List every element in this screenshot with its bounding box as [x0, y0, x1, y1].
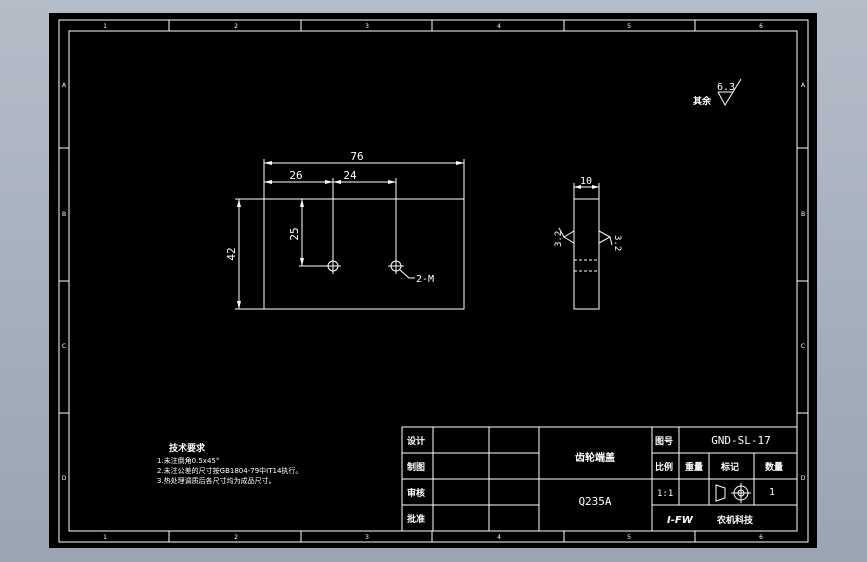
- tb-scale: 1:1: [657, 489, 673, 499]
- tb-drawing-number: GND-SL-17: [711, 434, 771, 447]
- drawing-sheet: 1 2 3 4 5 6 1 2 3 4 5 6 A B C D A B C D …: [49, 13, 817, 548]
- zone-row-c-right: C: [801, 343, 805, 350]
- tb-col-mark: 标记: [720, 461, 739, 473]
- tb-col-weight: 重量: [685, 461, 703, 473]
- tb-col-quantity: 数量: [765, 461, 783, 473]
- tb-drawing-number-label: 图号: [655, 436, 673, 447]
- tech-req-line-2: 2.未注公差的尺寸按GB1804-79中IT14执行。: [157, 466, 302, 475]
- zone-row-a-right: A: [801, 82, 806, 89]
- technical-requirements: 技术要求 1.未注倒角0.5x45° 2.未注公差的尺寸按GB1804-79中I…: [157, 442, 302, 485]
- surface-finish-prefix: 其余: [693, 95, 712, 107]
- zone-row-b-right: B: [801, 211, 805, 218]
- zone-col-1-top: 1: [103, 23, 107, 30]
- dim-left: 26: [289, 169, 302, 182]
- tb-label-design: 设计: [407, 435, 425, 447]
- zone-row-d-left: D: [62, 475, 67, 482]
- tech-req-title: 技术要求: [169, 442, 206, 454]
- hole-callout: 2-M: [416, 274, 434, 285]
- dim-height: 42: [225, 247, 238, 260]
- tb-part-name: 齿轮端盖: [575, 451, 615, 464]
- tb-company-name: 农机科技: [716, 514, 754, 526]
- side-view: 10 3.2 3.2: [554, 176, 622, 310]
- zone-col-5-bottom: 5: [627, 534, 631, 541]
- title-block: 设计 制图 审核 批准 齿轮端盖 Q235A 图号 GND-SL-17 比例 重…: [401, 426, 798, 532]
- tb-material: Q235A: [578, 495, 611, 508]
- hole-leader: [399, 269, 415, 279]
- zone-col-6-top: 6: [759, 23, 763, 30]
- tb-label-review: 审核: [407, 487, 425, 499]
- zone-row-a-left: A: [62, 82, 67, 89]
- tech-req-line-3: 3.热处理调质后各尺寸均为成品尺寸。: [157, 476, 276, 485]
- zone-col-2-bottom: 2: [234, 534, 238, 541]
- roughness-symbol: [717, 78, 742, 107]
- tech-req-line-1: 1.未注倒角0.5x45°: [157, 456, 219, 465]
- zone-row-d-right: D: [801, 475, 806, 482]
- finish-symbol-left: [563, 230, 575, 244]
- zone-col-1-bottom: 1: [103, 534, 107, 541]
- zone-row-c-left: C: [62, 343, 66, 350]
- zone-row-b-left: B: [62, 211, 66, 218]
- finish-symbol-right: [598, 230, 612, 244]
- zone-col-4-bottom: 4: [497, 534, 501, 541]
- zone-col-3-bottom: 3: [365, 534, 369, 541]
- zone-col-5-top: 5: [627, 23, 631, 30]
- tb-col-scale: 比例: [655, 461, 673, 473]
- finish-left: 3.2: [554, 231, 564, 247]
- finish-right: 3.2: [612, 235, 622, 251]
- dim-spacing: 24: [343, 169, 357, 182]
- tb-quantity: 1: [769, 487, 775, 498]
- zone-ticks: [59, 20, 808, 542]
- cad-drawing: 1 2 3 4 5 6 1 2 3 4 5 6 A B C D A B C D …: [58, 19, 809, 543]
- front-view-outline: [263, 198, 465, 310]
- dim-total-width: 76: [350, 150, 363, 163]
- dim-hole-height: 25: [288, 227, 301, 240]
- tb-label-drafting: 制图: [407, 461, 425, 473]
- side-view-outline: [573, 198, 600, 310]
- surface-finish-value: 6.3: [717, 82, 735, 93]
- zone-col-3-top: 3: [365, 23, 369, 30]
- surface-finish-note: 其余 6.3: [693, 78, 742, 107]
- dim-thickness: 10: [580, 176, 592, 187]
- front-view: 76 26 24 25 42 2-M: [225, 150, 465, 310]
- tb-company-logo: I-FW: [667, 515, 694, 526]
- zone-col-6-bottom: 6: [759, 534, 763, 541]
- projection-symbol-icon: [715, 483, 751, 503]
- tb-label-approve: 批准: [407, 513, 425, 525]
- zone-col-2-top: 2: [234, 23, 238, 30]
- zone-col-4-top: 4: [497, 23, 501, 30]
